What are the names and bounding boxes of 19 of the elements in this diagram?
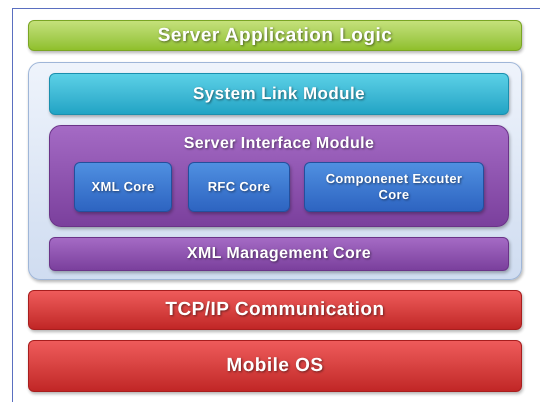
core-box — [74, 162, 172, 212]
layer-label: Server Interface Module — [182, 134, 376, 154]
layer-bar — [28, 20, 522, 51]
core-box — [188, 162, 290, 212]
layer-label: XML Management Core — [186, 244, 372, 264]
layer-label: TCP/IP Communication — [164, 298, 386, 322]
container-panel — [28, 62, 522, 280]
layer-label: System Link Module — [192, 83, 366, 105]
core-box — [304, 162, 484, 212]
layer-label: Componenet Excuter Core — [324, 170, 464, 204]
module-panel — [49, 125, 509, 227]
layer-label: RFC Core — [206, 178, 272, 196]
layer-label: Server Application Logic — [156, 24, 394, 48]
layer-label: Mobile OS — [225, 354, 325, 378]
layer-label: XML Core — [90, 178, 156, 196]
layer-bar — [28, 290, 522, 330]
module-bar — [49, 237, 509, 271]
module-bar — [49, 73, 509, 115]
layer-bar — [28, 340, 522, 392]
